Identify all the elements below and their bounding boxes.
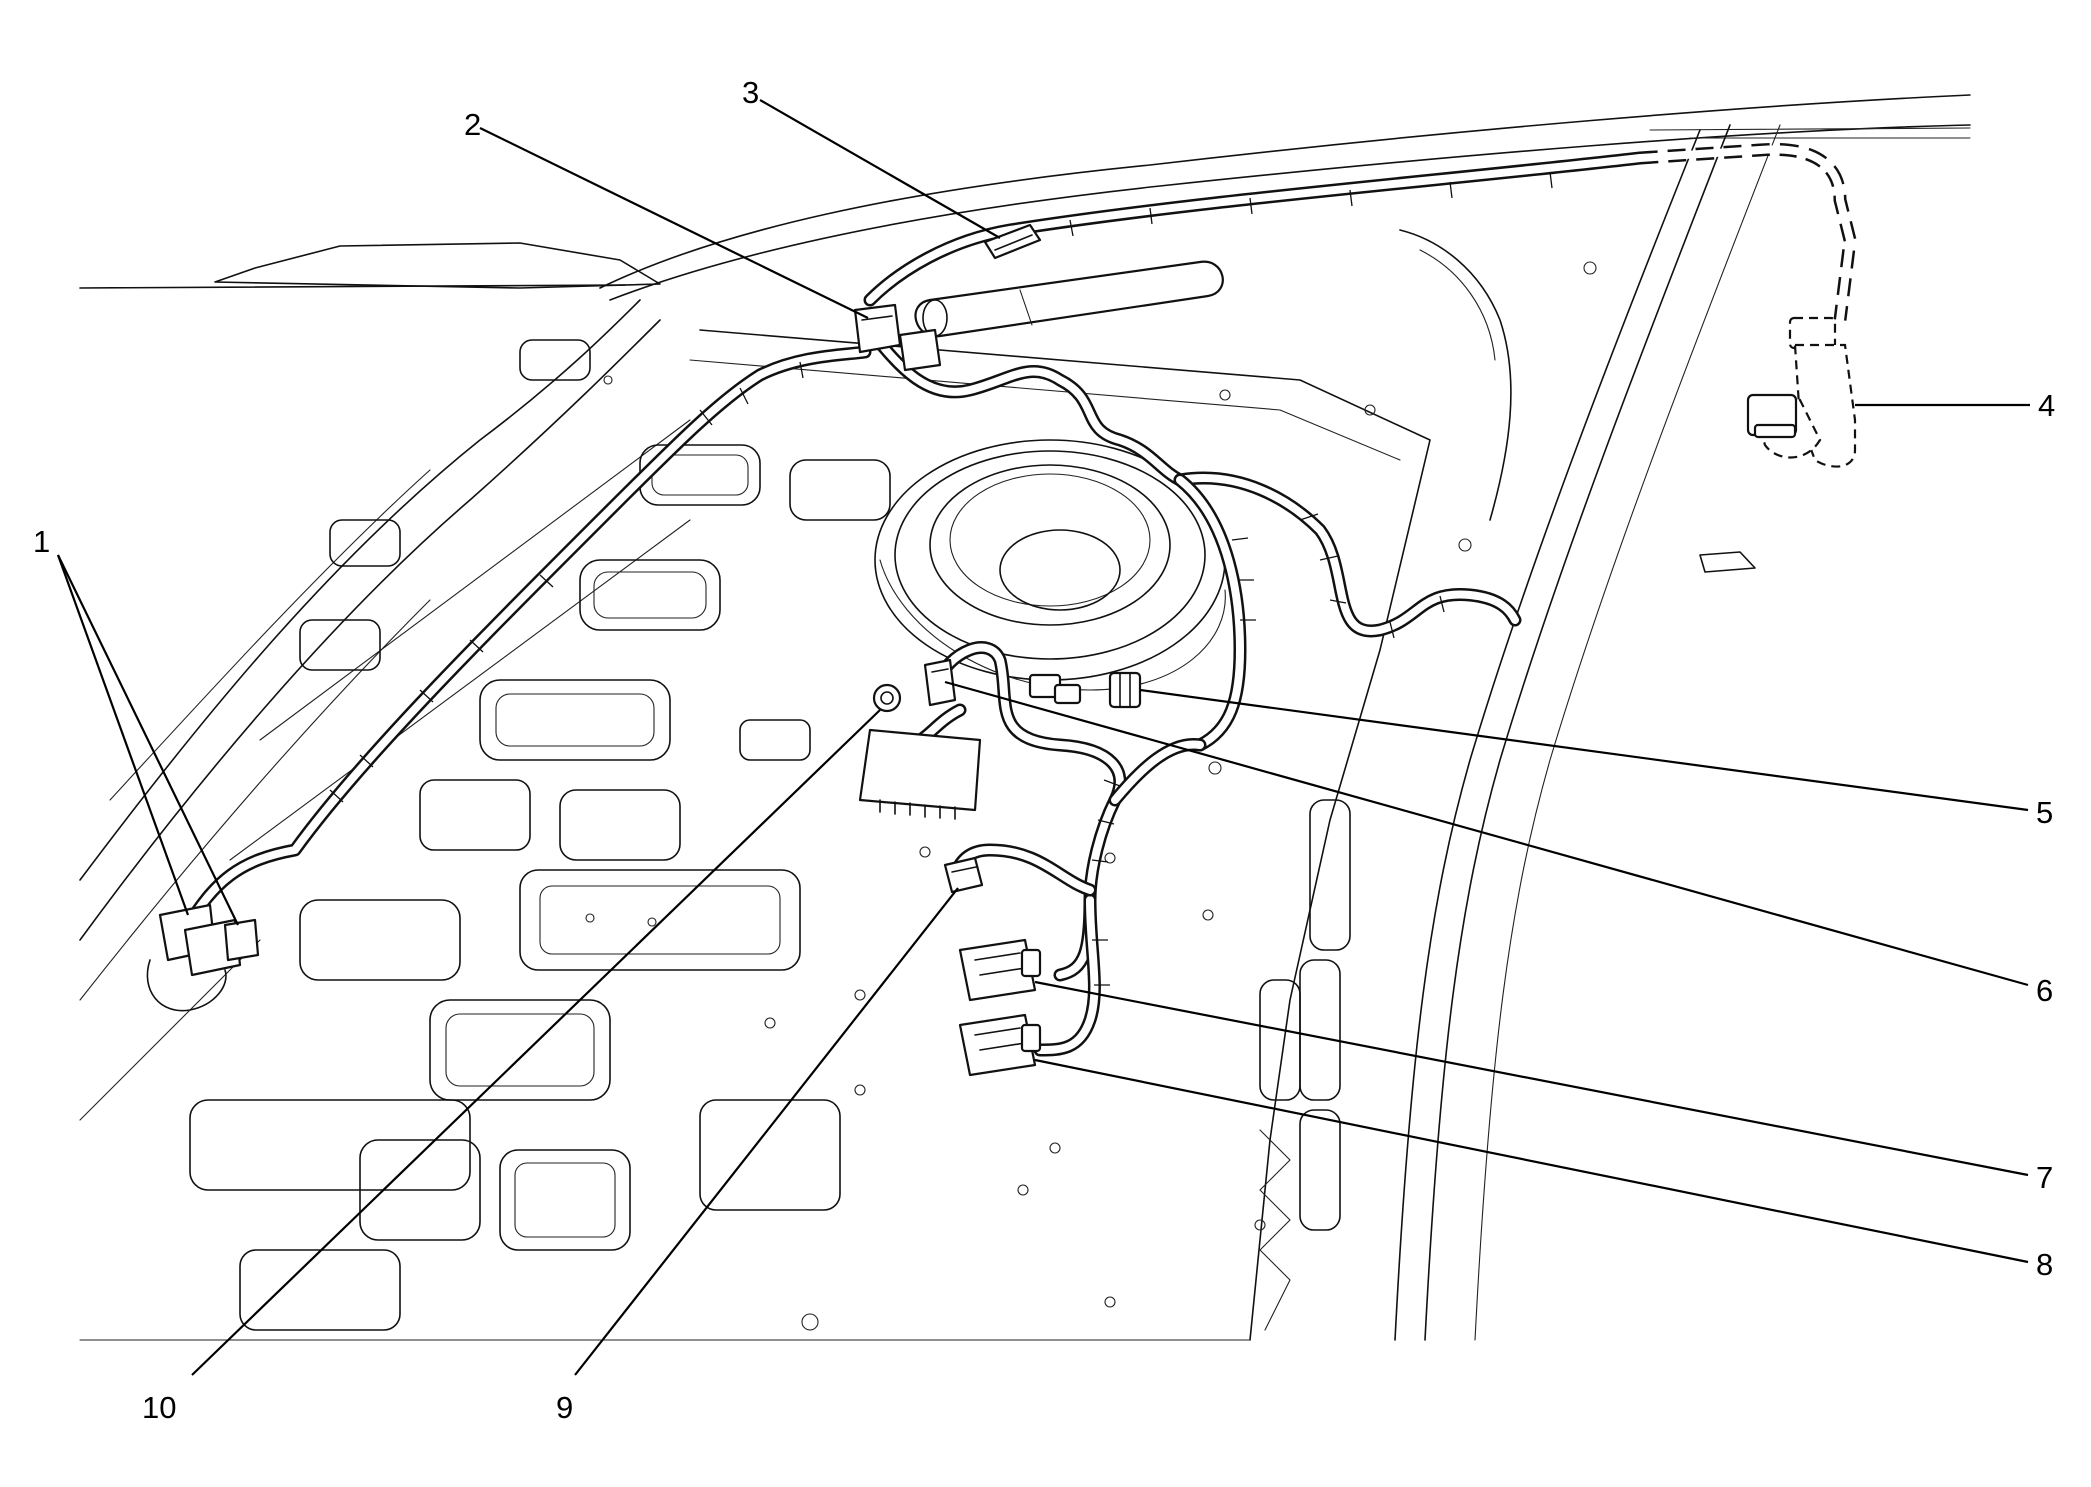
harness-tape-wraps (329, 171, 1553, 986)
callout-2: 2 (464, 107, 481, 142)
connector-7 (958, 938, 1042, 1002)
harness-parts (146, 223, 1857, 1077)
connector-6 (923, 658, 957, 707)
shelf-cutouts (189, 339, 891, 1331)
leader-5 (1139, 688, 2029, 812)
callout-8: 8 (2036, 1247, 2053, 1282)
callout-3: 3 (742, 75, 759, 110)
leader-9 (574, 887, 959, 1376)
leader-2 (479, 127, 869, 319)
cylindrical-module (914, 260, 1224, 338)
callout-1: 1 (33, 524, 50, 559)
harness-retainer-3 (983, 223, 1042, 260)
callout-10: 10 (142, 1390, 176, 1425)
callout-9: 9 (556, 1390, 573, 1425)
callout-labels: 1 2 3 4 5 6 7 8 9 10 (33, 75, 2055, 1425)
callout-4: 4 (2038, 388, 2055, 423)
side-panel-ribs (1259, 799, 1351, 1331)
leader-7 (1034, 980, 2029, 1177)
connector-5 (1028, 671, 1142, 709)
electronic-module-10 (858, 683, 982, 820)
connector-4 (1746, 316, 1857, 468)
subwoofer-speaker (874, 439, 1226, 691)
connector-9 (943, 856, 984, 894)
connector-8 (958, 1013, 1042, 1077)
leader-8 (1034, 1058, 2029, 1264)
callout-6: 6 (2036, 973, 2053, 1008)
callout-leaders (56, 99, 2030, 1376)
callout-7: 7 (2036, 1160, 2053, 1195)
vehicle-body-line-art (79, 94, 1971, 1341)
mount-holes (585, 261, 1597, 1331)
leader-1b (57, 554, 239, 926)
leader-3 (759, 99, 1001, 239)
wiring-harness (178, 142, 1857, 1057)
callout-5: 5 (2036, 795, 2053, 830)
leader-10 (191, 709, 881, 1376)
leader-1a (56, 554, 190, 916)
leader-6 (944, 680, 2029, 987)
connector-group-1 (146, 903, 260, 1012)
